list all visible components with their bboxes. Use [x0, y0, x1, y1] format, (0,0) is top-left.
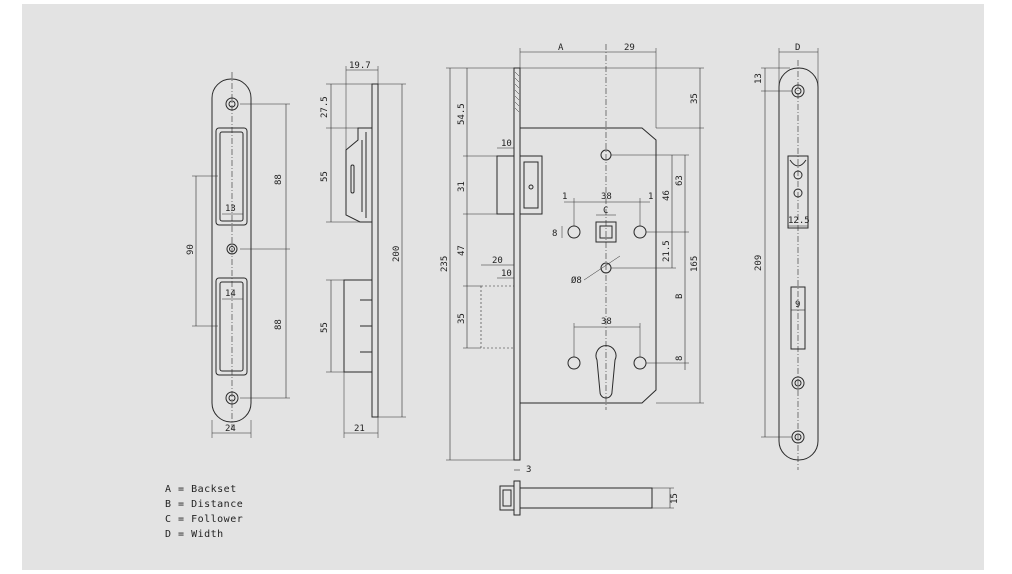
dim-label: 90 [186, 244, 196, 255]
latch-pin [528, 184, 534, 190]
lock-body-dims: A 29 35 54.5 10 31 63 1 38 1 C 46 8 21.5… [440, 43, 700, 504]
upper-latch-opening [215, 127, 248, 226]
dim-label: 9 [795, 300, 800, 310]
dim-label: 10 [501, 269, 512, 279]
bottom-case [519, 487, 653, 509]
dim-label: 21.5 [662, 240, 672, 262]
dim-label: A [558, 43, 564, 53]
dim-label: 209 [754, 255, 764, 271]
latch-bolt [496, 155, 515, 215]
dim-label: 8 [675, 356, 685, 361]
dim-label: 46 [662, 190, 672, 201]
dim-label: 165 [690, 256, 700, 272]
dim-label: 200 [392, 246, 402, 262]
lock-case [519, 127, 657, 404]
dim-label: 27.5 [320, 96, 330, 118]
forend-outline [778, 67, 819, 461]
strike-plate-front-dims: 13 14 88 88 90 24 [186, 174, 284, 434]
side-plate-body [371, 83, 379, 418]
dim-label: 38 [601, 192, 612, 202]
strike-plate-outline [211, 78, 252, 423]
cylinder-cutout [595, 345, 617, 399]
dim-label: 15 [670, 493, 680, 504]
dim-label: C [603, 206, 608, 216]
leader-phi8 [583, 255, 621, 281]
bottom-bolt-inner [502, 489, 512, 507]
legend-item-follower: C = Follower [165, 514, 244, 525]
dim-label: 10 [501, 139, 512, 149]
dim-label: 35 [457, 313, 467, 324]
strike-plate-side-view [326, 66, 406, 438]
dim-label: 1 [562, 192, 567, 202]
dim-label: 54.5 [457, 103, 467, 125]
dim-label: 8 [552, 229, 557, 239]
upper-latch-opening-inner [219, 131, 244, 222]
forend-front-dims: D 13 209 12.5 9 [754, 43, 810, 310]
dim-label: 24 [225, 424, 236, 434]
dim-label: 1 [648, 192, 653, 202]
dim-label: 88 [274, 319, 284, 330]
dim-label: B [675, 294, 685, 299]
dim-label: 13 [225, 204, 236, 214]
upper-keeper-detail [361, 132, 367, 218]
dim-label: 19.7 [349, 61, 371, 71]
dead-bolt-ghost [480, 285, 515, 349]
dim-label: 235 [440, 256, 450, 272]
lower-keeper-ribs [360, 299, 372, 353]
forend-front-view [761, 48, 819, 470]
dim-label: 14 [225, 289, 236, 299]
dim-label: 13 [754, 73, 764, 84]
latch-slot [787, 155, 809, 229]
dim-label: 20 [492, 256, 503, 266]
legend: A = Backset B = Distance C = Follower D … [165, 482, 243, 542]
dim-label: 47 [457, 245, 467, 256]
dim-label: 12.5 [788, 216, 810, 226]
dim-label: 38 [601, 317, 612, 327]
dim-label: 31 [457, 181, 467, 192]
legend-item-distance: B = Distance [165, 499, 244, 510]
dim-label: D [795, 43, 800, 53]
dim-label: 3 [526, 465, 531, 475]
dim-label: 35 [690, 93, 700, 104]
paper-background [22, 4, 984, 570]
dim-label: 63 [675, 175, 685, 186]
dim-label: 21 [354, 424, 365, 434]
legend-item-backset: A = Backset [165, 484, 237, 495]
latch-inner [523, 161, 539, 209]
legend-item-width: D = Width [165, 529, 224, 540]
dim-label: 88 [274, 174, 284, 185]
dim-label: 29 [624, 43, 635, 53]
latch-curve [789, 159, 807, 167]
lower-bolt-opening-inner [219, 281, 244, 372]
dim-label: Ø8 [571, 275, 582, 286]
dim-label: 55 [320, 322, 330, 333]
strike-plate-front-view [192, 72, 290, 438]
dim-label: 55 [320, 171, 330, 182]
latch-bolt-body [519, 155, 543, 215]
lower-bolt-opening [215, 277, 248, 376]
forend-top-hatch [514, 71, 520, 113]
keeper-slot [350, 164, 355, 194]
lock-body-view [446, 44, 704, 516]
strike-plate-side-dims: 19.7 27.5 55 200 55 21 [320, 61, 402, 434]
